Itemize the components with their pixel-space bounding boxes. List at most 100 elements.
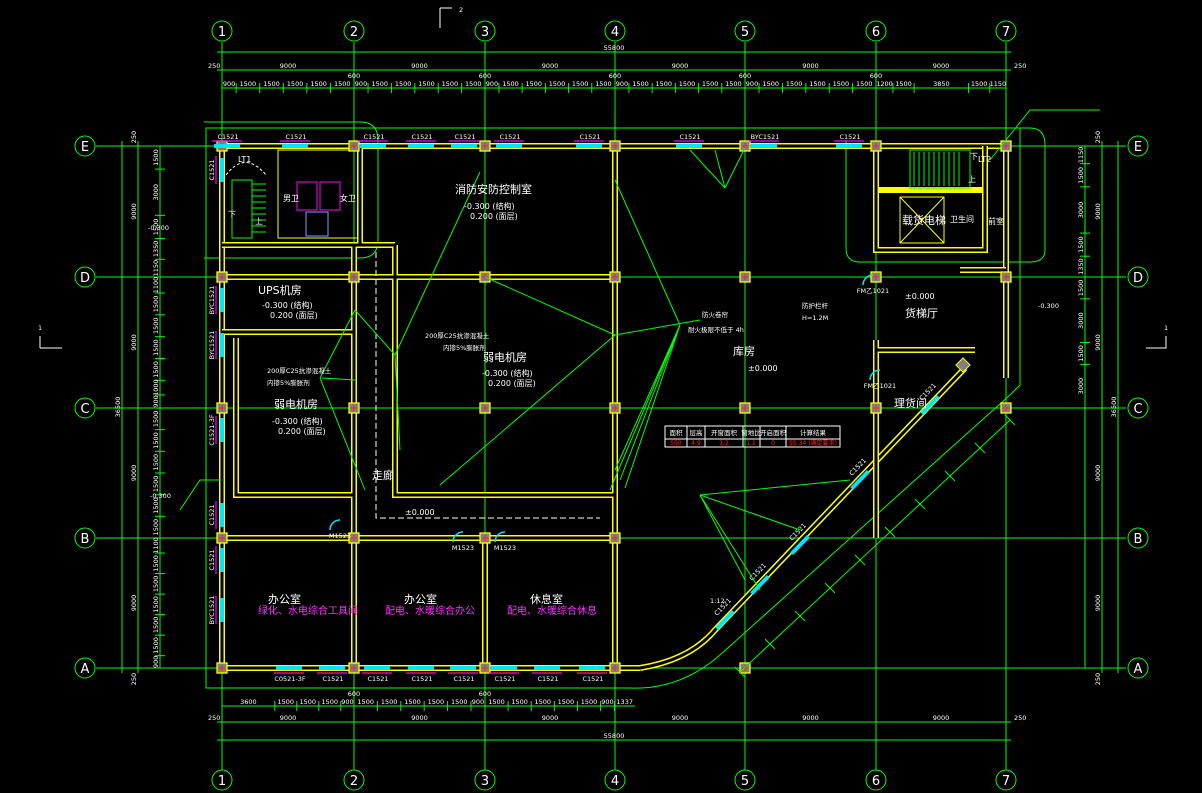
axis-label: D: [80, 271, 90, 286]
window: [579, 666, 605, 670]
axis-bubble-col: 1: [211, 769, 233, 791]
dim-detail: 900: [341, 698, 353, 706]
window: [220, 598, 224, 622]
window: [676, 144, 702, 148]
dim-detail: 1500: [371, 80, 388, 88]
door-swing: [452, 531, 464, 543]
column: [955, 357, 971, 373]
dim-detail: 1500: [655, 80, 672, 88]
room-elevation: -0.300 (结构): [482, 368, 533, 378]
room-name: 货梯厅: [905, 306, 938, 320]
room-weak-current-2: 弱电机房 -0.300 (结构) 0.200 (面层): [482, 350, 536, 388]
window-label: C1521: [322, 675, 343, 683]
axis-bubble-col: 1: [211, 20, 233, 42]
stair-lt2: LT2 上 下: [909, 149, 991, 189]
stair-lt1: LT1 上 下: [225, 155, 267, 239]
column-center-mark: [873, 274, 879, 280]
window-label: C1521: [453, 675, 474, 683]
bubble-circle: [865, 769, 887, 791]
window: [836, 144, 862, 148]
window-label: C1521: [208, 504, 216, 525]
dim-detail: 1500: [152, 476, 160, 493]
dim-bay: 9000: [130, 595, 138, 612]
window: [790, 534, 810, 556]
window: [276, 666, 302, 670]
axis-bubble-col: 6: [865, 20, 887, 42]
axis-bubble-col: 2: [343, 769, 365, 791]
window: [920, 394, 940, 416]
dim-detail: 1500: [762, 80, 779, 88]
window: [408, 666, 434, 670]
axis-bubble-col: 5: [734, 769, 756, 791]
window: [408, 144, 434, 148]
note-text: 内掺5%膨胀剂: [443, 343, 486, 352]
table-cell: 1.1: [746, 440, 756, 447]
dim-column-width: 600: [348, 72, 360, 80]
dim-detail: 1500: [595, 80, 612, 88]
window: [750, 574, 770, 596]
room-corridor: 走廊 ±0.000: [372, 468, 435, 517]
window-label: C1521: [208, 159, 216, 180]
dim-detail: 1500: [381, 698, 398, 706]
room-label: 男卫: [283, 194, 299, 203]
dim-detail: 1500: [549, 80, 566, 88]
dim-bay: 9000: [542, 714, 559, 722]
axis-bubble-col: 7: [995, 769, 1017, 791]
dim-detail: 1500: [152, 317, 160, 334]
dim-detail: 1500: [152, 497, 160, 514]
bubble-circle: [1127, 397, 1149, 419]
dim-detail: 1500: [488, 698, 505, 706]
dim-detail: 1500: [152, 411, 160, 428]
dim-bay: 9000: [933, 62, 950, 70]
column-center-mark: [482, 405, 488, 411]
table-cell: 4.9: [691, 440, 701, 447]
dim-bay: 9000: [672, 62, 689, 70]
room-elevation: ±0.000: [405, 508, 435, 517]
column-center-mark: [219, 405, 225, 411]
note-text: 1:12: [710, 597, 725, 605]
dim-detail: 1350: [152, 241, 160, 258]
axis-label: 2: [350, 774, 358, 789]
bubble-circle: [343, 20, 365, 42]
window: [220, 503, 224, 527]
dim-line-diagonal: [739, 419, 1011, 673]
dim-detail: 900: [152, 395, 160, 407]
window-label: C1521: [494, 675, 515, 683]
dim-detail: 1500: [395, 80, 412, 88]
bubble-circle: [734, 769, 756, 791]
dim-detail: 1100: [152, 277, 160, 294]
axis-label: 3: [481, 774, 489, 789]
axis-label: A: [81, 662, 90, 677]
bubble-circle: [1127, 266, 1149, 288]
room-elevation: 0.200 (面层): [270, 311, 318, 320]
bubble-circle: [74, 397, 96, 419]
window: [220, 548, 224, 572]
door-label: M1523: [494, 544, 516, 552]
bubble-circle: [211, 20, 233, 42]
dim-bay: 9000: [802, 62, 819, 70]
stair-label: LT1: [238, 155, 251, 164]
axis-bubble-row: C: [1127, 397, 1149, 419]
column-center-mark: [351, 405, 357, 411]
room-elevation: -0.300 (结构): [272, 416, 323, 426]
dim-column-width: 600: [479, 72, 491, 80]
note-text: 200厚C25抗渗混凝土: [267, 366, 332, 375]
dim-total: 36500: [1110, 397, 1118, 418]
window-label: C0521-3F: [274, 675, 306, 683]
axis-label: 6: [872, 774, 880, 789]
dim-detail: 1500: [152, 454, 160, 471]
room-name: 消防安防控制室: [455, 182, 532, 196]
dim-detail: 900: [601, 698, 613, 706]
bubble-circle: [995, 769, 1017, 791]
window: [496, 144, 522, 148]
dim-detail: 1500: [534, 698, 551, 706]
dim-edge: 250: [1014, 62, 1026, 70]
dim-detail: 1500: [152, 361, 160, 378]
axis-label: E: [1134, 140, 1142, 155]
axis-label: 4: [611, 25, 619, 40]
window-label: C1521: [582, 675, 603, 683]
dim-bay: 9000: [802, 714, 819, 722]
